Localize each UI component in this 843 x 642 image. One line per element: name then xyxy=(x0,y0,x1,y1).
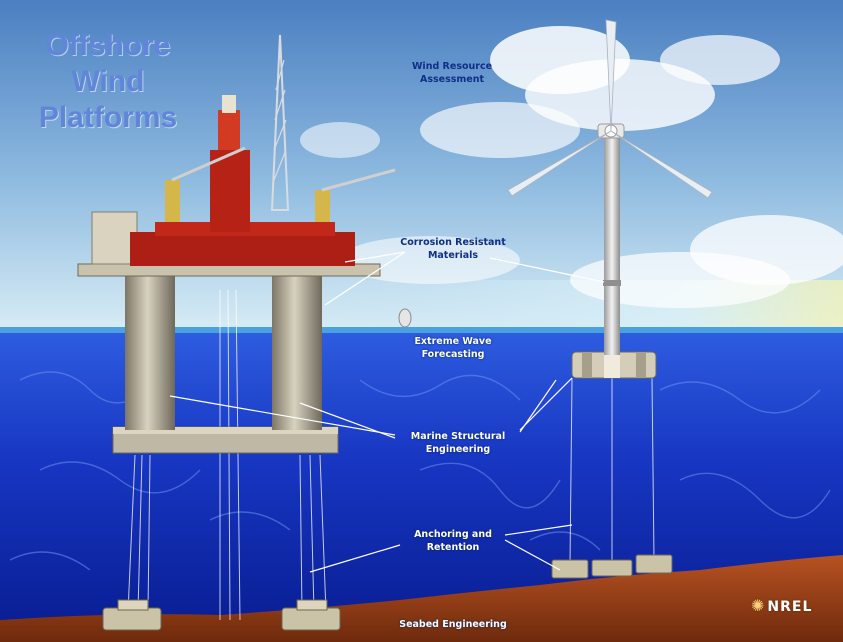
label-corrosion-resistant-materials: Corrosion Resistant Materials xyxy=(378,236,528,262)
label-extreme-wave-line2: Forecasting xyxy=(421,349,485,360)
label-marine-structural-engineering: Marine Structural Engineering xyxy=(388,430,528,456)
label-anchoring-line1: Anchoring and xyxy=(414,529,492,540)
diagram-title: Offshore Wind Platforms xyxy=(18,28,198,136)
sea-surface xyxy=(0,327,843,333)
floating-wind-turbine xyxy=(507,19,713,579)
label-extreme-wave-line1: Extreme Wave xyxy=(414,336,492,347)
sun-icon: ✺ xyxy=(751,596,766,615)
buoy xyxy=(398,308,412,328)
label-corrosion-line2: Materials xyxy=(427,250,479,261)
nrel-logo-text: NREL xyxy=(767,599,813,615)
label-anchoring-line2: Retention xyxy=(426,542,480,553)
title-line-wind: Wind xyxy=(71,65,145,98)
label-corrosion-line1: Corrosion Resistant xyxy=(400,237,506,248)
caustics xyxy=(9,371,831,571)
label-wind-resource-assessment: Wind Resource Assessment xyxy=(392,60,512,86)
label-wind-resource-line2: Assessment xyxy=(419,74,485,85)
seabed xyxy=(0,555,843,642)
label-marine-line2: Engineering xyxy=(425,444,491,455)
clouds xyxy=(300,26,843,308)
title-line-offshore: Offshore xyxy=(45,29,171,62)
label-seabed-engineering: Seabed Engineering xyxy=(399,619,507,630)
semisubmersible-platform xyxy=(77,34,396,631)
title-line-platforms: Platforms xyxy=(38,101,178,134)
label-marine-line1: Marine Structural xyxy=(410,431,506,442)
nrel-logo: ✺NREL xyxy=(751,596,812,615)
leader-lines xyxy=(169,251,605,573)
label-wind-resource-line1: Wind Resource xyxy=(411,61,493,72)
label-extreme-wave-forecasting: Extreme Wave Forecasting xyxy=(393,335,513,361)
label-anchoring-and-retention: Anchoring and Retention xyxy=(393,528,513,554)
